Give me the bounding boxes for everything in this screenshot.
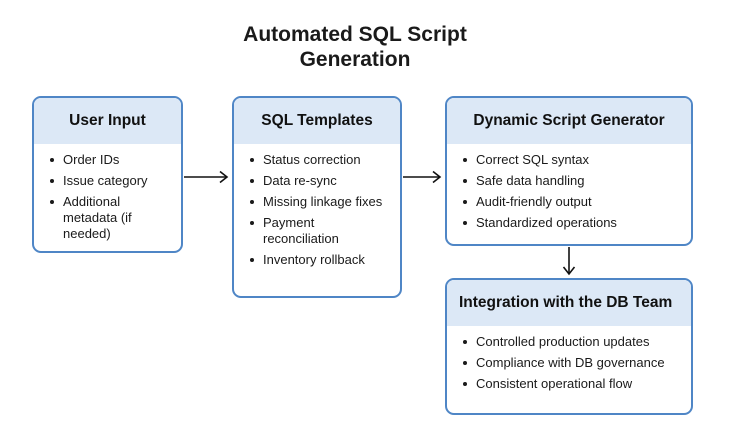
list-item: Standardized operations bbox=[463, 215, 681, 231]
user-input-box: User Input Order IDs Issue category Addi… bbox=[32, 96, 183, 253]
sql-templates-title: SQL Templates bbox=[234, 98, 400, 144]
sql-templates-box: SQL Templates Status correction Data re-… bbox=[232, 96, 402, 298]
list-item: Data re-sync bbox=[250, 173, 390, 189]
list-item: Order IDs bbox=[50, 152, 171, 168]
list-item: Inventory rollback bbox=[250, 252, 390, 268]
arrow-input-to-templates bbox=[184, 170, 229, 184]
script-generator-list: Correct SQL syntax Safe data handling Au… bbox=[463, 152, 681, 231]
list-item: Issue category bbox=[50, 173, 171, 189]
list-item: Audit-friendly output bbox=[463, 194, 681, 210]
db-integration-box: Integration with the DB Team Controlled … bbox=[445, 278, 693, 415]
sql-templates-list: Status correction Data re-sync Missing l… bbox=[250, 152, 390, 268]
arrow-generator-to-integration bbox=[562, 247, 576, 276]
list-item: Payment reconciliation bbox=[250, 215, 390, 247]
diagram-title: Automated SQL Script Generation bbox=[243, 23, 467, 71]
user-input-list: Order IDs Issue category Additional meta… bbox=[50, 152, 171, 242]
list-item: Correct SQL syntax bbox=[463, 152, 681, 168]
script-generator-title: Dynamic Script Generator bbox=[447, 98, 691, 144]
db-integration-title: Integration with the DB Team bbox=[447, 280, 691, 326]
list-item: Safe data handling bbox=[463, 173, 681, 189]
db-integration-list: Controlled production updates Compliance… bbox=[463, 334, 681, 392]
list-item: Missing linkage fixes bbox=[250, 194, 390, 210]
list-item: Controlled production updates bbox=[463, 334, 681, 350]
script-generator-box: Dynamic Script Generator Correct SQL syn… bbox=[445, 96, 693, 246]
user-input-title: User Input bbox=[34, 98, 181, 144]
list-item: Consistent operational flow bbox=[463, 376, 681, 392]
arrow-templates-to-generator bbox=[403, 170, 442, 184]
list-item: Additional metadata (if needed) bbox=[50, 194, 171, 242]
list-item: Compliance with DB governance bbox=[463, 355, 681, 371]
list-item: Status correction bbox=[250, 152, 390, 168]
